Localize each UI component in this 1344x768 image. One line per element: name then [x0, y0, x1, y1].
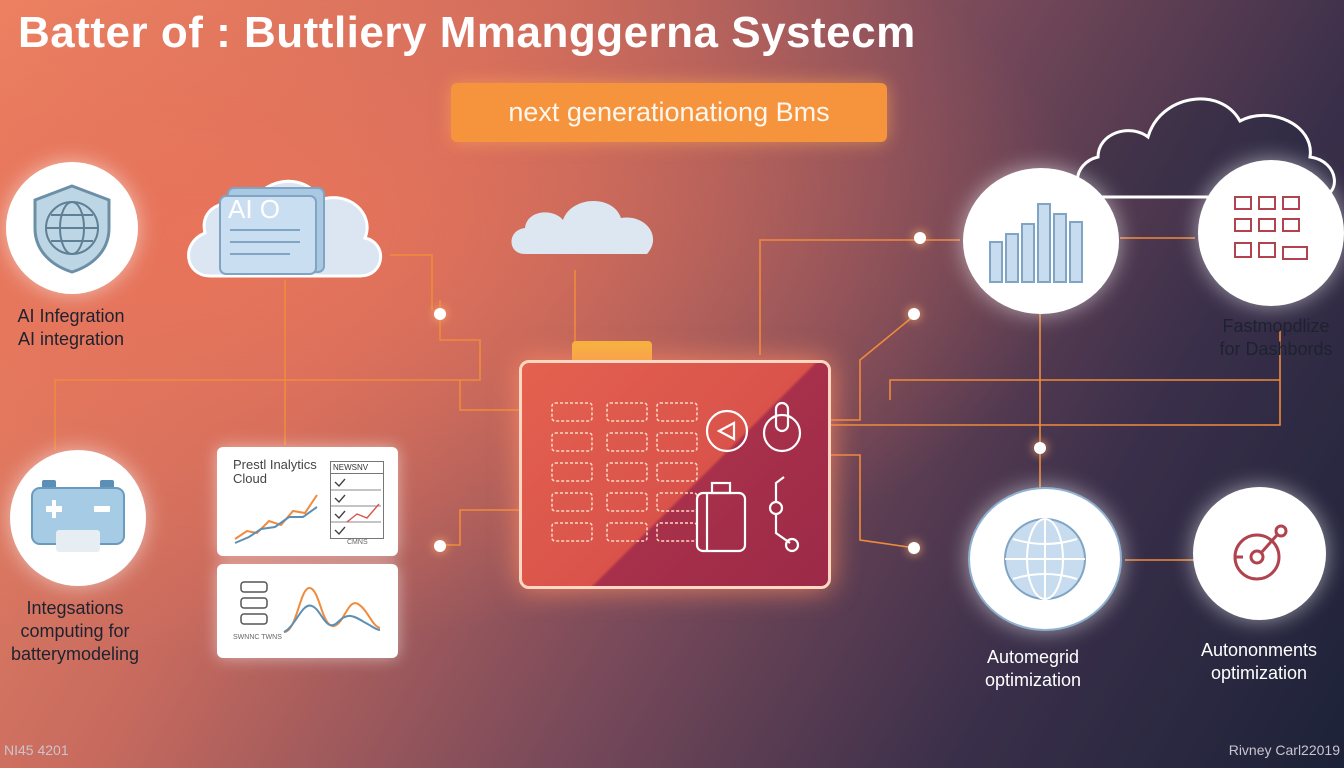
hub-tab — [572, 341, 652, 363]
dashboard-node — [1198, 160, 1344, 306]
server-stack-icon — [240, 581, 268, 625]
automegrid-line2: optimization — [984, 670, 1082, 690]
bar-chart-icon — [989, 203, 1083, 283]
page-title: Batter of : Buttliery Mmanggerna Systecm — [18, 8, 916, 57]
analytics-card: Prestl Inalytics Cloud NEWSNV CMNS — [217, 447, 398, 556]
automegrid-line1: Automegrid — [986, 647, 1080, 667]
globe-node — [968, 487, 1122, 631]
autonomous-label: Autononments optimization — [1186, 639, 1332, 685]
target-node — [1193, 487, 1326, 620]
connector-dot — [434, 308, 446, 320]
batterymodeling-label: Integsations computing for batterymodeli… — [0, 597, 150, 666]
autonomous-line1: Autononments — [1200, 640, 1318, 660]
banner-pill: next generationationg Bms — [451, 83, 887, 142]
wave-chart-icon — [283, 587, 381, 633]
modeling-card: SWNNC TWNS — [217, 564, 398, 658]
connector-dot — [914, 232, 926, 244]
analytics-title-2: Cloud — [233, 471, 267, 486]
battery-icon — [31, 480, 125, 552]
battery-node — [10, 450, 146, 586]
checklist-header: NEWSNV — [331, 462, 383, 474]
connector-dot — [434, 540, 446, 552]
ai-integration-label: AI Infegration AI integration — [0, 305, 142, 351]
batterymodeling-line1: Integsations — [26, 598, 124, 618]
footer-right: Rivney Carl22019 — [1228, 742, 1340, 758]
ai-cloud-text: AI O — [228, 194, 281, 224]
checklist-panel: NEWSNV — [330, 461, 384, 539]
dashboards-line1: Fastmopdlize — [1222, 316, 1330, 336]
dashboards-label: Fastmopdlize for Dashbords — [1208, 315, 1344, 361]
ai-integration-line1: AI Infegration — [17, 306, 125, 326]
globe-icon — [1004, 518, 1086, 600]
target-icon — [1233, 524, 1287, 580]
bms-hub-icon — [551, 401, 802, 553]
checklist-icon — [331, 478, 381, 536]
shield-node — [6, 162, 138, 294]
connector-dot — [908, 308, 920, 320]
analytics-title-1: Prestl Inalytics — [233, 457, 317, 472]
connector-dot — [1034, 442, 1046, 454]
autonomous-line2: optimization — [1210, 663, 1308, 683]
footer-left: NI45 4201 — [4, 742, 69, 758]
small-cloud-icon — [511, 200, 654, 254]
globe-shield-icon — [33, 184, 111, 274]
ai-cloud-icon — [187, 179, 382, 278]
batterymodeling-line3: batterymodeling — [10, 644, 140, 664]
automegrid-label: Automegrid optimization — [963, 646, 1103, 692]
modeling-caption: SWNNC TWNS — [233, 634, 282, 641]
bms-hub — [519, 360, 831, 589]
line-chart-icon — [234, 494, 318, 544]
grid-dashboard-icon — [1234, 196, 1308, 260]
batterymodeling-line2: computing for — [20, 621, 130, 641]
dashboards-line2: for Dashbords — [1219, 339, 1333, 359]
analytics-caption: CMNS — [347, 539, 368, 546]
connector-dot — [908, 542, 920, 554]
ai-integration-line2: AI integration — [17, 329, 125, 349]
bar-chart-node — [963, 168, 1119, 314]
